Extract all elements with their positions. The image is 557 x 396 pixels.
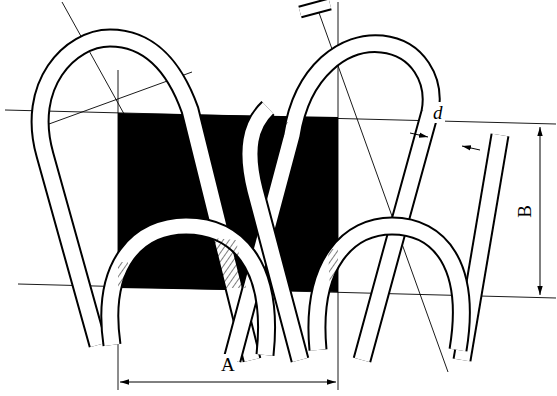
construction-lines (5, 2, 556, 390)
dimension-label: A (219, 354, 237, 375)
filled-cell (118, 113, 338, 292)
dimension-label: d (431, 102, 445, 123)
dimension-lines (120, 127, 540, 382)
yarn-strands (40, 4, 500, 360)
hatched-areas (118, 120, 338, 292)
dimension-label: B (514, 203, 535, 220)
